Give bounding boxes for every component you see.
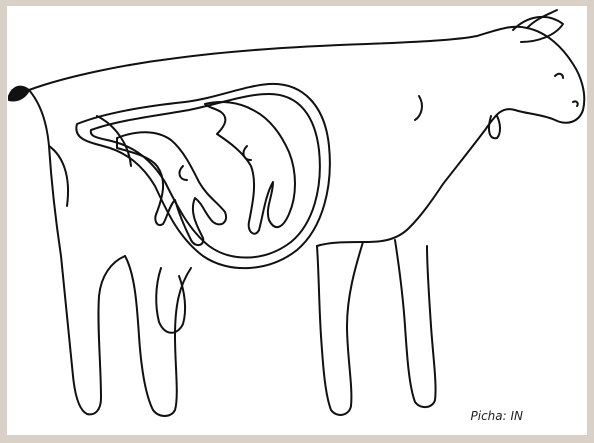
goat-belly: [29, 90, 125, 414]
goat-tail: [9, 87, 29, 101]
goat-body-outline: [29, 27, 584, 246]
kid-1-head: [180, 166, 187, 180]
kid-2: [205, 102, 295, 234]
goat-eye: [555, 74, 563, 78]
goat-pregnancy-illustration: [7, 6, 587, 435]
kid-2-head: [244, 146, 251, 160]
goat-udder: [156, 268, 185, 333]
goat-front-leg-2: [395, 240, 436, 407]
uterus-inner: [91, 94, 320, 258]
image-credit: Picha: IN: [471, 409, 524, 423]
illustration-panel: Picha: IN: [7, 6, 587, 435]
goat-wattle: [489, 116, 500, 138]
goat-nostril: [573, 101, 578, 106]
goat-neck-line: [415, 96, 422, 120]
goat-front-leg-1: [317, 242, 363, 415]
